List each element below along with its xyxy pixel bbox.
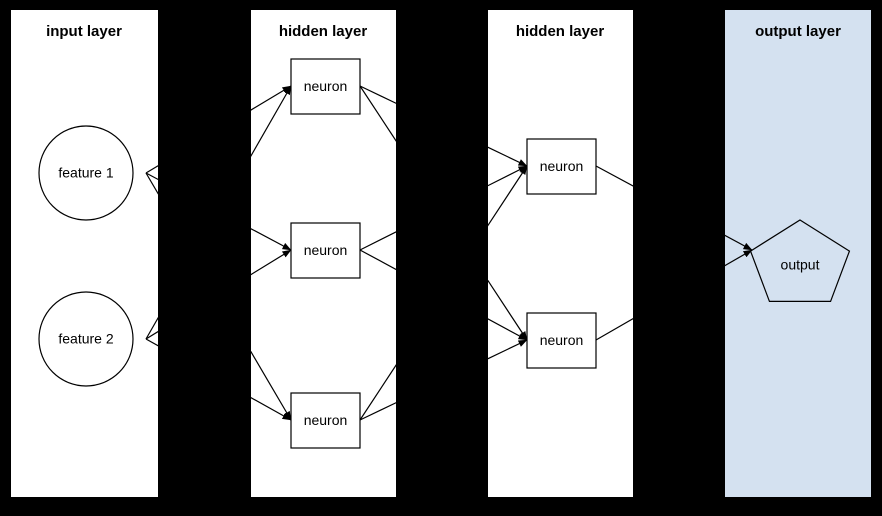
connection-h2n1-to-output bbox=[725, 234, 753, 251]
panel-title-input: input layer bbox=[46, 23, 122, 40]
node-label-feature-1: feature 1 bbox=[58, 165, 113, 181]
node-label-hidden-1-neuron-3: neuron bbox=[304, 412, 348, 428]
node-hidden-2-neuron-1[interactable]: neuron bbox=[526, 138, 597, 195]
connection-h2n2-to-output bbox=[595, 317, 633, 341]
node-label-output-node: output bbox=[781, 257, 820, 273]
node-shape-circle bbox=[38, 125, 134, 221]
connection-h1n1-to-h2n1 bbox=[359, 85, 396, 104]
connection-h2n1-to-output bbox=[595, 165, 633, 187]
panel-titles-layer: input layer hidden layer hidden layer outpu… bbox=[46, 23, 841, 40]
connection-h1n2-to-h2n1 bbox=[359, 231, 396, 251]
node-shape-pentagon bbox=[749, 219, 851, 303]
connection-feature1-to-h1n2 bbox=[251, 228, 292, 251]
panel-title-hidden-2: hidden layer bbox=[516, 23, 605, 40]
node-label-hidden-2-neuron-2: neuron bbox=[540, 332, 584, 348]
connection-h1n1-to-h2n2 bbox=[488, 279, 528, 341]
connection-h1n3-to-h2n2 bbox=[359, 402, 396, 421]
node-label-hidden-1-neuron-1: neuron bbox=[304, 78, 348, 94]
panel-input bbox=[11, 10, 158, 497]
panel-title-hidden-1: hidden layer bbox=[279, 23, 368, 40]
nodes-layer: feature 1 feature 2 neuron neuron neuron neur… bbox=[38, 58, 851, 449]
node-label-hidden-1-neuron-2: neuron bbox=[304, 242, 348, 258]
connection-feature2-to-h1n1 bbox=[251, 85, 292, 157]
node-hidden-1-neuron-3[interactable]: neuron bbox=[290, 392, 361, 449]
node-output-node[interactable]: output bbox=[749, 219, 851, 303]
node-shape-circle bbox=[38, 291, 134, 387]
connections-layer bbox=[145, 85, 753, 421]
connection-h1n1-to-h2n2 bbox=[359, 85, 396, 142]
node-hidden-1-neuron-1[interactable]: neuron bbox=[290, 58, 361, 115]
node-feature-1[interactable]: feature 1 bbox=[38, 125, 134, 221]
node-hidden-1-neuron-2[interactable]: neuron bbox=[290, 222, 361, 279]
node-shape-rect bbox=[526, 138, 597, 195]
connection-feature2-to-h1n2 bbox=[251, 249, 292, 276]
connection-h1n3-to-h2n2 bbox=[488, 339, 528, 360]
connection-feature1-to-h1n3 bbox=[251, 350, 292, 421]
node-shape-rect bbox=[290, 392, 361, 449]
panel-hidden-2 bbox=[488, 10, 633, 497]
connection-h1n2-to-h2n2 bbox=[488, 318, 528, 341]
node-shape-rect bbox=[290, 222, 361, 279]
node-label-feature-2: feature 2 bbox=[58, 331, 113, 347]
node-hidden-2-neuron-2[interactable]: neuron bbox=[526, 312, 597, 369]
node-shape-rect bbox=[290, 58, 361, 115]
connection-h1n1-to-h2n1 bbox=[488, 146, 528, 167]
connection-h1n3-to-h2n1 bbox=[359, 364, 396, 421]
connection-h2n2-to-output bbox=[725, 249, 753, 267]
node-feature-2[interactable]: feature 2 bbox=[38, 291, 134, 387]
connection-h1n2-to-h2n1 bbox=[488, 165, 528, 187]
connection-feature1-to-h1n1 bbox=[251, 85, 292, 111]
panels-layer bbox=[11, 10, 871, 497]
panel-title-output: output layer bbox=[755, 23, 841, 40]
connection-feature2-to-h1n3 bbox=[251, 396, 292, 421]
node-shape-rect bbox=[526, 312, 597, 369]
node-label-hidden-2-neuron-1: neuron bbox=[540, 158, 584, 174]
connection-h1n3-to-h2n1 bbox=[488, 165, 528, 227]
connection-h1n2-to-h2n2 bbox=[359, 249, 396, 271]
